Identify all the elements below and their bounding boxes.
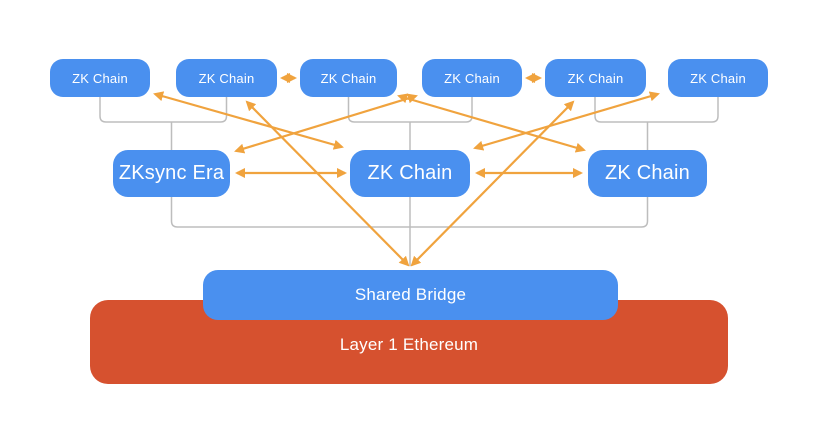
arrow-center-chain-to-chain6 [473,91,660,151]
shared-bridge-label: Shared Bridge [354,285,467,304]
zk-chain-node-1: ZK Chain [50,59,150,97]
connector-top-right-bracket [594,97,719,150]
zk-chain-right-node: ZK Chain [588,150,707,197]
zksync-era-node: ZKsync Era [113,150,230,197]
arrow-chain1-to-center-chain [153,91,344,150]
shared-bridge-node: Shared Bridge [203,270,618,320]
zk-chain-center-label: ZK Chain [367,162,453,184]
connector-top-left-bracket [99,97,228,150]
zk-chain-node-5: ZK Chain [545,59,646,97]
zk-chain-right-label: ZK Chain [605,162,690,184]
zk-chain-node-6: ZK Chain [668,59,768,97]
zk-chain-node-3-label: ZK Chain [320,70,377,86]
zk-chain-node-2: ZK Chain [176,59,277,97]
zk-chain-node-2-label: ZK Chain [198,70,255,86]
zk-chain-node-4: ZK Chain [422,59,522,97]
zksync-era-label: ZKsync Era [118,162,225,184]
zk-chain-node-6-label: ZK Chain [690,70,746,86]
zk-chain-node-5-label: ZK Chain [567,70,624,86]
arrow-chain3-to-right-chain [397,93,586,153]
connector-top-center-bracket [347,97,473,150]
arrow-era-to-chain4 [234,93,418,154]
zk-chain-node-3: ZK Chain [300,59,397,97]
zk-chain-node-4-label: ZK Chain [444,70,500,86]
zk-chain-node-1-label: ZK Chain [72,70,128,86]
connector-middle-bus [170,197,649,266]
zk-chain-center-node: ZK Chain [350,150,470,197]
layer1-ethereum-label: Layer 1 Ethereum [339,335,479,354]
